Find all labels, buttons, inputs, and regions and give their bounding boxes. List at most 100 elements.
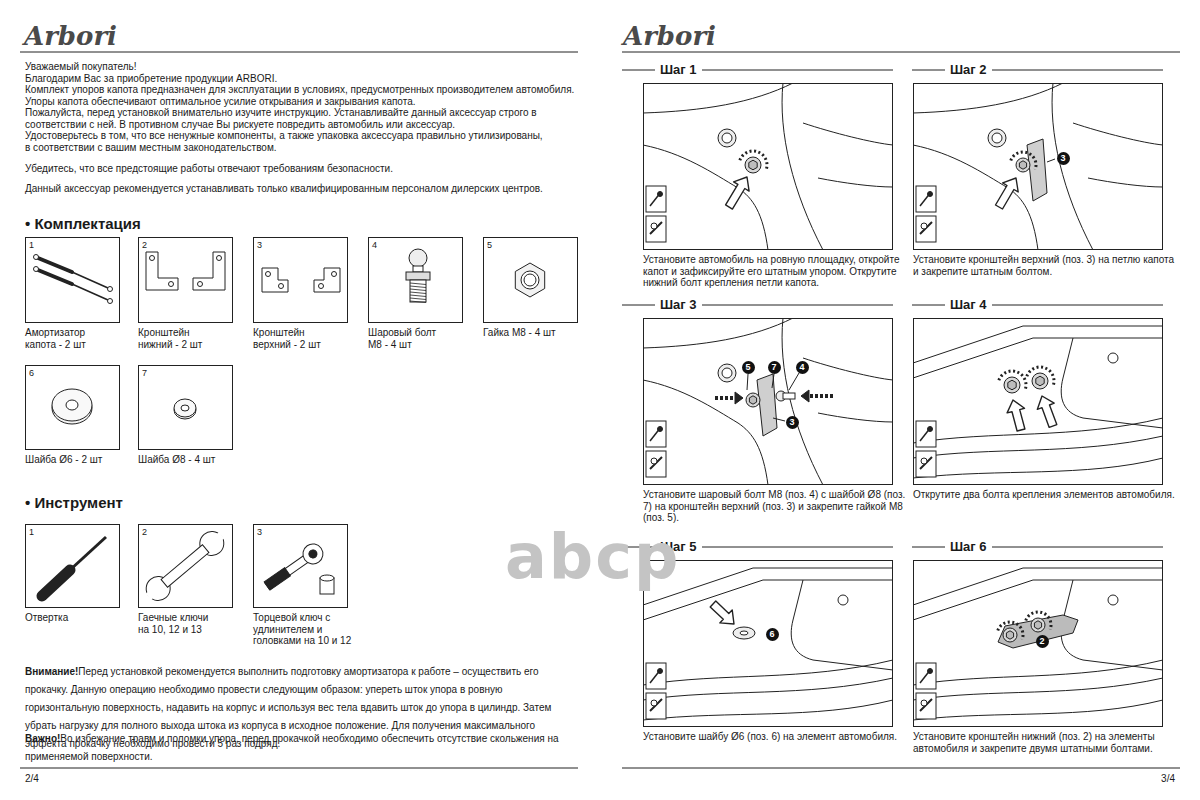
ball-bolt-icon: [409, 249, 427, 267]
car-body-line: [644, 319, 793, 348]
item-number: 2: [139, 525, 147, 537]
bracket-icon: [319, 284, 324, 289]
step-caption: Установите кронштейн нижний (поз. 2) на …: [913, 731, 1178, 754]
label-group: 2: [1036, 635, 1049, 648]
callout-number: 4: [796, 361, 809, 374]
callout-number: 5: [742, 361, 755, 374]
fastener-icon: [646, 421, 666, 447]
fastener-icon: [651, 223, 657, 229]
page-number: 2/4: [25, 773, 39, 785]
ratchet-icon: [307, 548, 318, 559]
direction-arrow: [1007, 400, 1025, 431]
wrench-icon: [161, 545, 209, 587]
washer-shape: [740, 631, 748, 635]
strut-icon: [108, 287, 113, 292]
leader-line: [773, 418, 785, 421]
ratchet-icon: [264, 568, 290, 591]
bolt-symbol: [1031, 618, 1045, 632]
item-number: 4: [369, 238, 377, 250]
car-frame-line: [644, 678, 892, 700]
leader-line: [1047, 159, 1055, 162]
fastener-icon: [646, 693, 666, 719]
intro-text: Комплект упоров капота предназначен для …: [25, 84, 595, 96]
rotation-arc: [999, 371, 1026, 390]
label-group: 3: [786, 416, 799, 429]
tool-box: 3Торцевой ключ с удлинителем и головками…: [253, 524, 365, 647]
car-frame-line: [644, 660, 892, 685]
item-caption: Отвертка: [25, 612, 109, 624]
item-number: 2: [139, 238, 147, 250]
note-text: Убедитесь, что все предстоящие работы от…: [25, 163, 585, 175]
callout-number: 7: [768, 361, 781, 374]
direction-arrow: [1037, 396, 1057, 427]
nut-icon: [515, 263, 544, 297]
rule-line: [622, 52, 1180, 53]
section-heading: • Комплектация: [25, 215, 141, 233]
car-body-line: [818, 178, 892, 187]
bolt-symbol: [1016, 158, 1030, 172]
label-group: 4: [796, 361, 809, 374]
step-illustration: [914, 568, 1162, 720]
callout-number: 3: [786, 416, 799, 429]
item-caption: Кронштейн нижний - 2 шт: [138, 327, 222, 350]
bolt-symbol: [1036, 376, 1044, 386]
label-group: 3/4: [1120, 773, 1175, 785]
step-frame: [913, 83, 1163, 250]
step-heading: Шаг 4: [945, 298, 992, 312]
item-number: 1: [26, 525, 34, 537]
grommet-shape: [722, 133, 732, 143]
washer-shape: [66, 400, 78, 410]
bolt-symbol: [1003, 628, 1017, 642]
washer-shape: [174, 399, 196, 417]
bracket-icon: [266, 272, 271, 277]
label-group: Arbori: [623, 22, 716, 50]
car-frame-line: [791, 580, 892, 670]
direction-arrow: [715, 396, 735, 400]
car-frame-line: [914, 436, 1162, 458]
fastener-icon: [921, 223, 927, 229]
step-panel: Шаг 2Установите кронштейн верхний (поз. …: [913, 63, 1178, 277]
car-body-line: [1073, 123, 1162, 145]
car-frame-line: [914, 458, 1162, 478]
leader-line: [772, 374, 774, 388]
item-number: 6: [26, 366, 34, 378]
strut-icon: [72, 284, 108, 300]
washer-shape: [733, 627, 755, 639]
fastener-icon: [651, 700, 657, 706]
ratchet-icon: [261, 540, 327, 594]
item-caption: Шаровый болт M8 - 4 шт: [368, 327, 452, 350]
car-frame-line: [914, 580, 1162, 620]
direction-arrow: [809, 394, 833, 398]
direction-arrow: [801, 390, 809, 402]
bracket-icon: [169, 282, 174, 287]
screwdriver-icon: [70, 537, 106, 570]
ball-bolt-icon: [410, 295, 426, 297]
car-body-line: [644, 84, 793, 113]
item-number: 3: [254, 525, 262, 537]
ball-bolt-icon: [410, 283, 426, 285]
car-frame-line: [914, 326, 1162, 363]
car-body-line: [782, 319, 823, 484]
item-caption: Шайба Ø8 - 4 шт: [138, 454, 222, 466]
item-frame: 6: [25, 365, 120, 450]
car-body-line: [1088, 178, 1162, 187]
fastener-icon: [928, 669, 933, 674]
label-group: 7: [768, 361, 781, 374]
ball-bolt-icon: [413, 266, 423, 272]
fastener-icon: [928, 427, 933, 432]
item-frame: 3: [253, 237, 348, 323]
kit-item-box: 6Шайба Ø6 - 2 шт: [25, 365, 120, 466]
step-heading: Шаг 2: [945, 63, 992, 77]
rotation-arc: [740, 151, 767, 170]
item-number: 7: [139, 366, 147, 378]
car-body-line: [644, 145, 768, 249]
item-number: 1: [26, 238, 34, 250]
item-frame: 1: [25, 237, 120, 323]
label-group: Убедитесь, что все предстоящие работы от…: [25, 163, 585, 175]
note-text: Данный аксессуар рекомендуется устанавли…: [25, 183, 585, 195]
label-group: • Инструмент: [25, 494, 123, 512]
bracket-shape: [998, 615, 1078, 648]
bracket-icon: [279, 284, 284, 289]
step-caption: Установите шайбу Ø6 (поз. 6) на элемент …: [643, 731, 908, 743]
step-heading: Шаг 6: [945, 540, 992, 554]
